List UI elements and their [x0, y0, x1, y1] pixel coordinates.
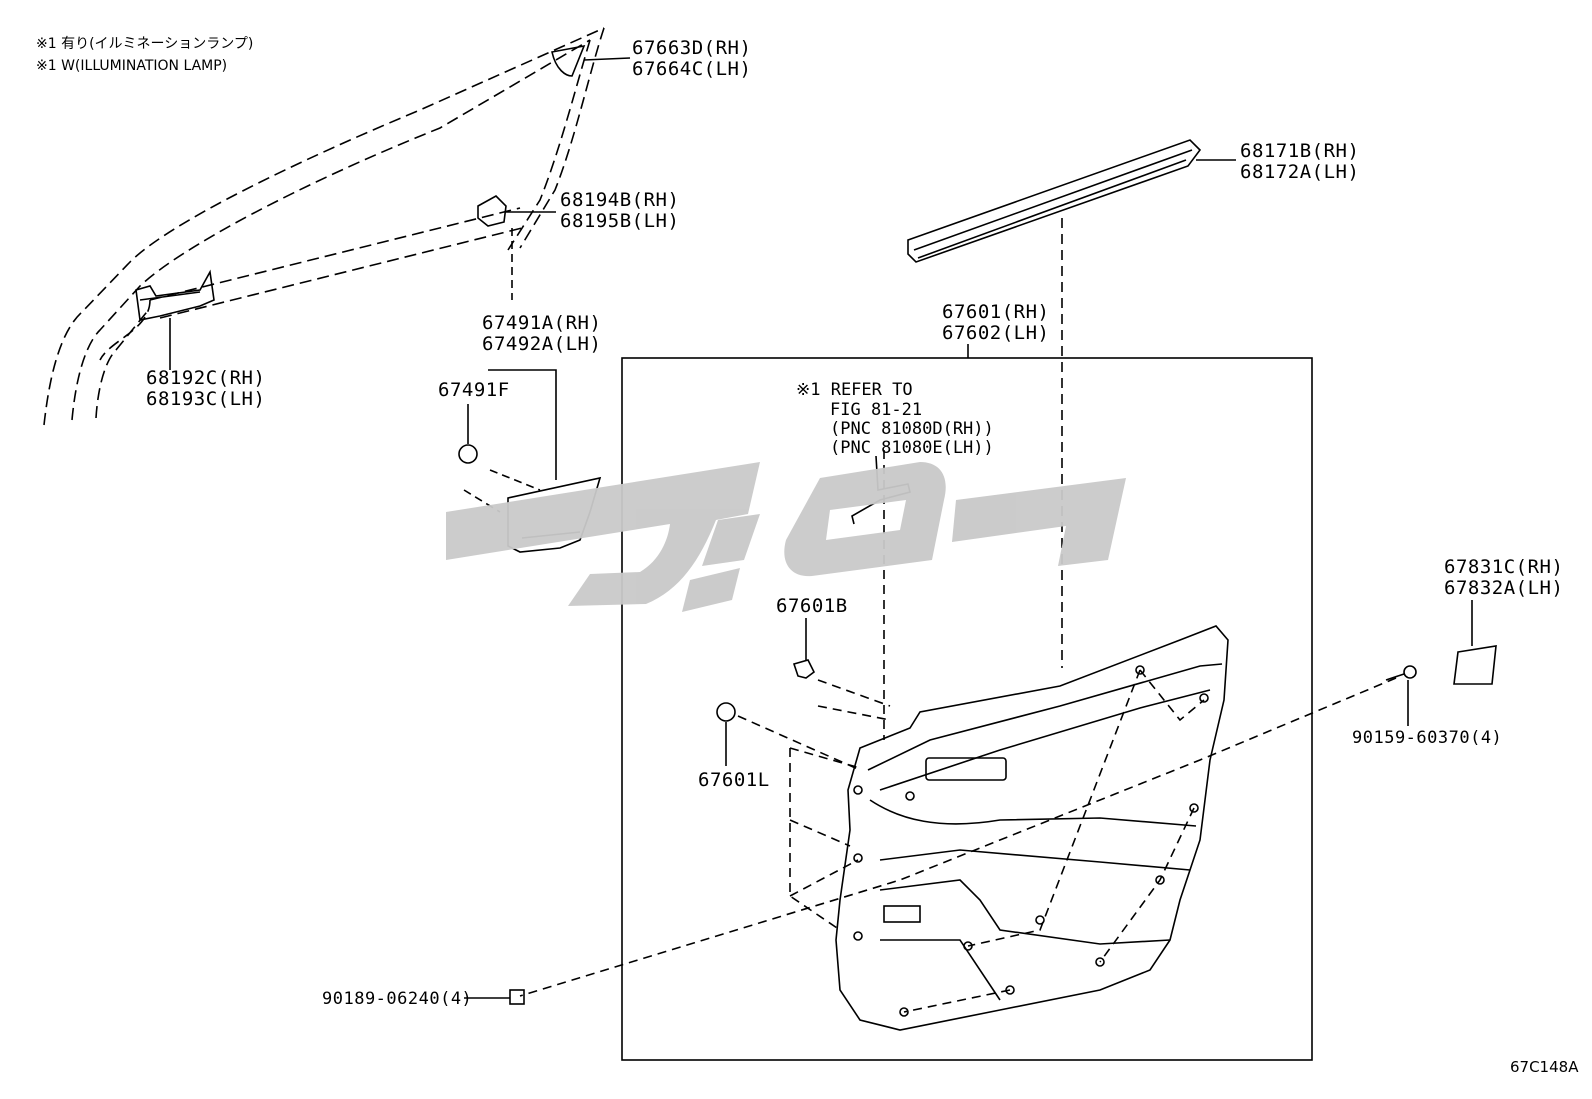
corner-cover-67663 — [551, 44, 586, 77]
figure-code: 67C148A — [1510, 1058, 1579, 1076]
label-67601b: 67601B — [776, 595, 848, 617]
label-68192-rh: 68192C(RH) — [146, 367, 266, 389]
seal-68194 — [477, 195, 507, 227]
label-67663-rh: 67663D(RH) — [632, 37, 752, 59]
bracket-68192 — [135, 269, 215, 321]
note-illumination-jp: ※1 有り(イルミネーションランプ) — [36, 36, 254, 52]
label-67601-lh: 67602(LH) — [942, 322, 1050, 344]
label-67663-lh: 67664C(LH) — [632, 58, 752, 80]
screw-90159 — [1385, 665, 1417, 681]
weatherstrip-68171 — [907, 139, 1202, 263]
label-90159: 90159-60370(4) — [1352, 728, 1503, 748]
reference-line-1: ※1 REFER TO — [796, 380, 913, 400]
label-68194-rh: 68194B(RH) — [560, 189, 680, 211]
reference-line-4: (PNC 81080E(LH)) — [830, 438, 994, 458]
clip-90189 — [509, 989, 525, 1005]
panel-clip-holes — [853, 665, 1209, 1017]
label-67601l: 67601L — [698, 769, 770, 791]
reference-line-3: (PNC 81080D(RH)) — [830, 419, 994, 439]
clip-67491f — [458, 444, 478, 464]
reference-line-2: FIG 81-21 — [830, 400, 923, 420]
label-68194-lh: 68195B(LH) — [560, 210, 680, 232]
label-68171-lh: 68172A(LH) — [1240, 161, 1360, 183]
assembly-box — [621, 357, 1313, 1061]
clip-67601l — [716, 702, 736, 722]
label-68171-rh: 68171B(RH) — [1240, 140, 1360, 162]
label-67491-rh: 67491A(RH) — [482, 312, 602, 334]
label-90189: 90189-06240(4) — [322, 989, 473, 1009]
label-68192-lh: 68193C(LH) — [146, 388, 266, 410]
clip-67601b — [792, 659, 816, 679]
cover-67831 — [1453, 645, 1497, 685]
label-67491f: 67491F — [438, 379, 510, 401]
label-67601-rh: 67601(RH) — [942, 301, 1050, 323]
label-67831-lh: 67832A(LH) — [1444, 577, 1564, 599]
door-trim-panel — [835, 625, 1229, 1031]
note-illumination-en: ※1 W(ILLUMINATION LAMP) — [36, 58, 228, 74]
label-67491-lh: 67492A(LH) — [482, 333, 602, 355]
label-67831-rh: 67831C(RH) — [1444, 556, 1564, 578]
